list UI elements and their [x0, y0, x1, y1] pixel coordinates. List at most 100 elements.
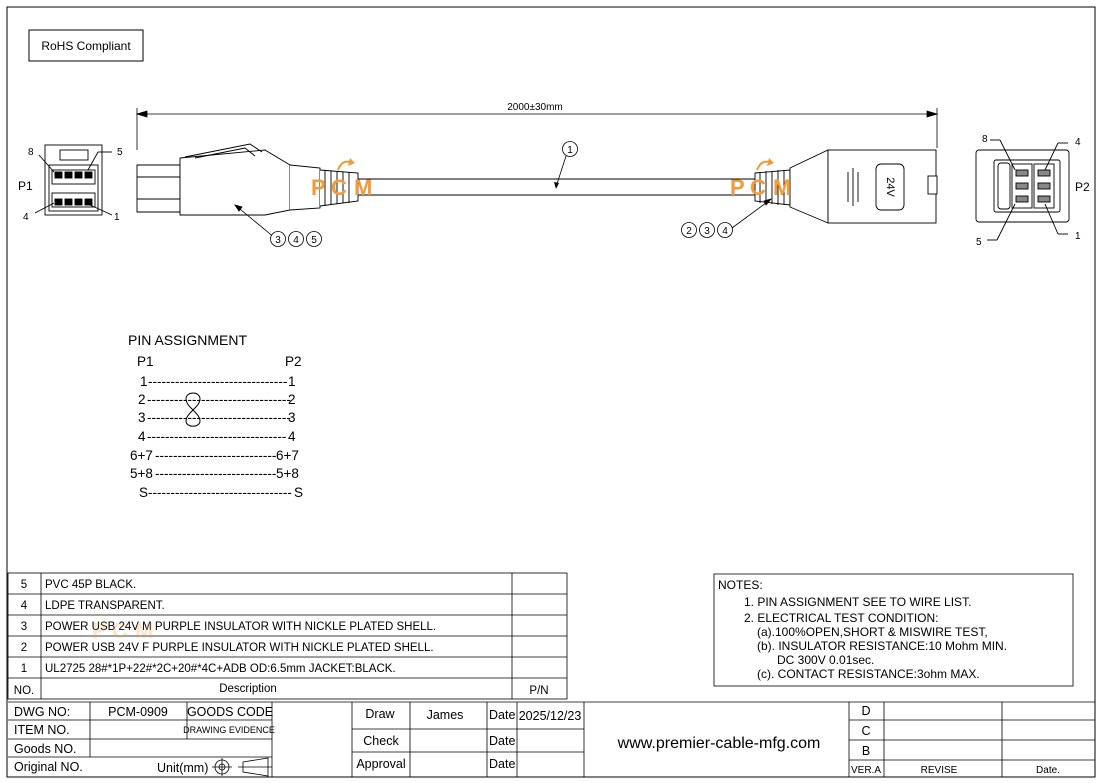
- notes-title: NOTES:: [718, 578, 763, 592]
- note-line-3: (a).100%OPEN,SHORT & MISWIRE TEST,: [757, 625, 988, 639]
- p2-label: P2: [1075, 180, 1090, 194]
- p1-end-view: [34, 144, 113, 216]
- callout-3b-label: 3: [704, 226, 710, 237]
- tb-drawer: James: [427, 708, 464, 722]
- pcm-logo-right: P C M: [730, 158, 791, 200]
- pin-row-4-right: 4: [288, 429, 296, 444]
- tb-date-col: Date.: [1036, 765, 1060, 776]
- tb-goods-no: Goods NO.: [14, 742, 77, 756]
- bom-header-pn: P/N: [529, 685, 548, 697]
- p1-pin-5: 5: [117, 147, 123, 158]
- pin-row-2-left: 2: [138, 392, 146, 407]
- logo-p-right: P: [730, 175, 745, 200]
- tb-draw: Draw: [365, 707, 395, 721]
- p2-pin-4: 4: [1075, 137, 1081, 148]
- tb-approval: Approval: [356, 757, 405, 771]
- bom-no-4: 4: [21, 600, 28, 612]
- callout-345: [234, 204, 322, 247]
- callout-4b-label: 4: [722, 226, 728, 237]
- pin-row-7-left: S: [139, 485, 148, 500]
- callout-4-label: 4: [293, 235, 299, 246]
- p2-pin-1: 1: [1075, 231, 1081, 242]
- pcm-watermark: P C M: [92, 618, 153, 643]
- note-line-6: (c). CONTACT RESISTANCE:3ohm MAX.: [757, 667, 980, 681]
- tb-rev-d: D: [861, 704, 870, 718]
- pin-row-1-dashes: -------------------------------: [148, 374, 287, 389]
- tb-rev-c: C: [861, 724, 870, 738]
- bom-header-no: NO.: [14, 685, 34, 697]
- pin-row-3-right: 3: [288, 410, 296, 425]
- pin-row-6-right: 5+8: [276, 466, 299, 481]
- p2-end-view: [975, 139, 1070, 241]
- p1-pin-8: 8: [28, 147, 34, 158]
- p2-pin-8: 8: [982, 134, 988, 145]
- bom-desc-2: POWER USB 24V F PURPLE INSULATOR WITH NI…: [45, 642, 434, 654]
- bom-table: [7, 572, 568, 700]
- tb-date-label-3: Date: [489, 757, 515, 771]
- tb-date-label-2: Date: [489, 734, 515, 748]
- tb-website: www.premier-cable-mfg.com: [617, 735, 821, 752]
- pin-row-7-right: S: [294, 485, 303, 500]
- callout-1: [554, 141, 578, 189]
- p1-pin-4: 4: [23, 212, 29, 223]
- p1-pin-1: 1: [114, 212, 120, 223]
- tb-date: 2025/12/23: [519, 709, 582, 723]
- bom-no-3: 3: [21, 621, 27, 633]
- callout-1-label: 1: [567, 145, 573, 156]
- pin-row-1-right: 1: [288, 374, 296, 389]
- note-line-2: 2. ELECTRICAL TEST CONDITION:: [744, 611, 938, 625]
- logo-m-left: M: [354, 175, 372, 200]
- bom-desc-3: POWER USB 24V M PURPLE INSULATOR WITH NI…: [45, 621, 436, 633]
- pin-row-2-right: 2: [288, 392, 296, 407]
- logo-c-right: C: [750, 175, 766, 200]
- logo-c-left: C: [331, 175, 347, 200]
- note-line-4: (b). INSULATOR RESISTANCE:10 Mohm MIN.: [757, 639, 1007, 653]
- callout-2-label: 2: [686, 226, 692, 237]
- projection-symbol: [212, 757, 272, 777]
- callout-5-label: 5: [311, 235, 317, 246]
- logo-p-left: P: [311, 175, 326, 200]
- pin-row-5-dashes: ---------------------------: [155, 448, 276, 463]
- watermark-c: C: [112, 618, 128, 643]
- notes-box: [713, 573, 1074, 687]
- watermark-p: P: [92, 618, 107, 643]
- bom-no-1: 1: [21, 663, 27, 675]
- pcm-logo-left: P C M: [311, 158, 372, 200]
- pin-rows: 1 ------------------------------- 1 2 --…: [130, 374, 303, 500]
- pin-assignment-title: PIN ASSIGNMENT: [128, 332, 247, 348]
- tb-item-no: ITEM NO.: [14, 723, 70, 737]
- p2-pin-5: 5: [976, 237, 982, 248]
- logo-m-right: M: [773, 175, 791, 200]
- tb-check: Check: [363, 734, 399, 748]
- watermark-m: M: [135, 618, 153, 643]
- pin-row-5-left: 6+7: [130, 448, 153, 463]
- callout-234: [681, 198, 773, 238]
- callout-3-label: 3: [275, 235, 281, 246]
- tb-rev-b: B: [862, 744, 870, 758]
- bom-no-2: 2: [21, 642, 27, 654]
- p1-label: P1: [18, 179, 33, 193]
- pin-col-p1: P1: [137, 354, 154, 369]
- tb-ver: VER.A: [851, 765, 881, 776]
- pin-row-5-right: 6+7: [276, 448, 299, 463]
- rohs-label: RoHS Compliant: [41, 39, 131, 53]
- title-block: [8, 701, 1095, 777]
- pin-row-7-dashes: --------------------------------: [148, 485, 292, 500]
- sheet-border: [6, 6, 1096, 778]
- cable: [358, 178, 755, 196]
- right-plug: [754, 149, 938, 224]
- tb-unit: Unit(mm): [157, 761, 208, 775]
- bom-no-5: 5: [21, 579, 27, 591]
- rohs-box: [28, 29, 144, 62]
- tb-revise: REVISE: [921, 765, 958, 776]
- bom-desc-5: PVC 45P BLACK.: [45, 579, 136, 591]
- pin-row-3-left: 3: [138, 410, 146, 425]
- pin-col-p2: P2: [285, 354, 302, 369]
- tb-original-no: Original NO.: [14, 760, 83, 774]
- bom-header-desc: Description: [219, 683, 277, 695]
- housing-24v-label: 24V: [884, 177, 896, 197]
- pin-row-3-dashes: --------------------------------: [147, 410, 291, 425]
- pin-row-4-dashes: -------------------------------: [147, 429, 286, 444]
- tb-drawing-evidence: DRAWING EVIDENCE: [183, 725, 275, 735]
- note-line-1: 1. PIN ASSIGNMENT SEE TO WIRE LIST.: [744, 595, 971, 609]
